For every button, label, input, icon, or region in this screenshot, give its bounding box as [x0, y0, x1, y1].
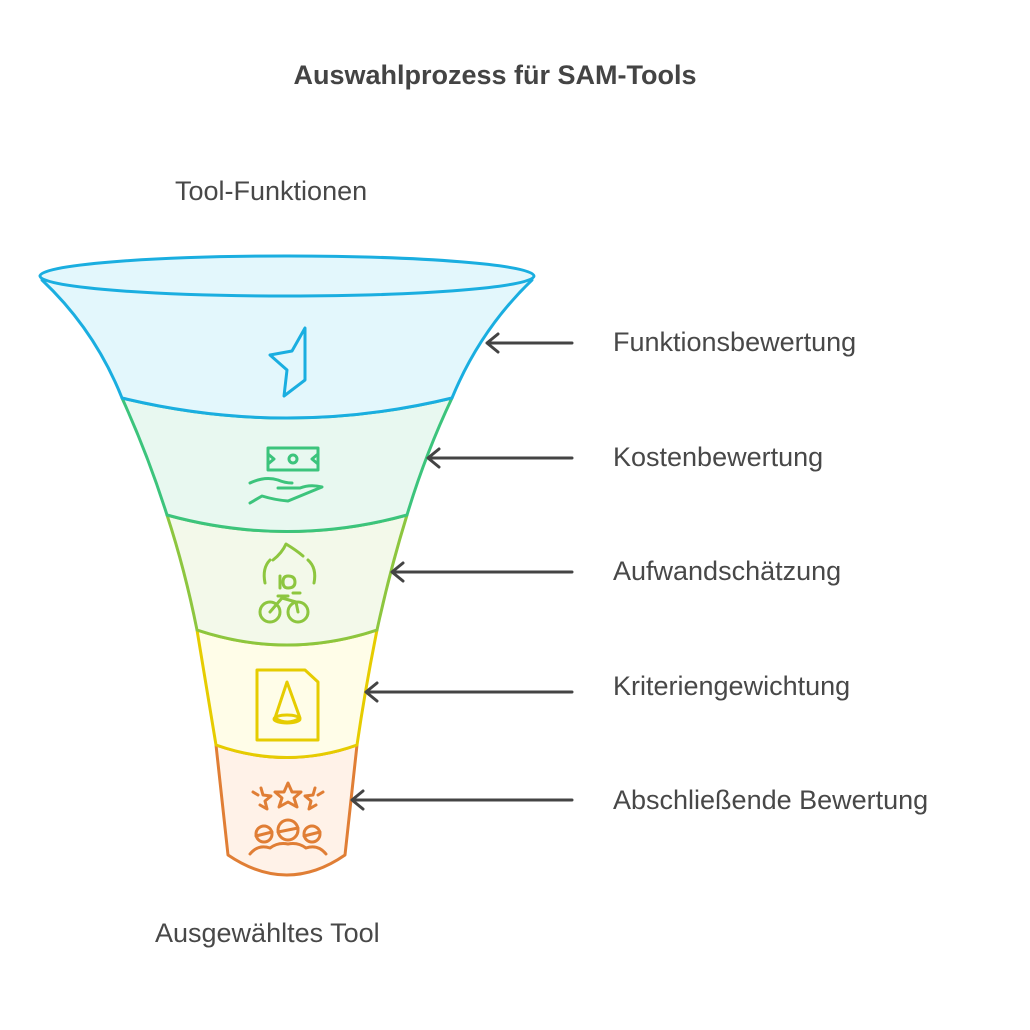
weight-document-icon — [255, 668, 320, 742]
funnel-stage-3 — [165, 513, 409, 647]
funnel-stage-5 — [214, 743, 359, 877]
arrow-stage-4 — [364, 681, 574, 703]
star-half-icon — [268, 326, 307, 398]
stage-label-1: Funktionsbewertung — [613, 327, 857, 357]
funnel-stage-1 — [40, 278, 534, 420]
diagram-title: Auswahlprozess für SAM-Tools — [293, 60, 697, 90]
funnel-input-label: Tool-Funktionen — [175, 176, 368, 206]
stage-label-5: Abschließende Bewertung — [613, 785, 929, 815]
stage-label-2: Kostenbewertung — [613, 442, 824, 472]
money-hand-icon — [248, 446, 324, 505]
arrow-stage-3 — [390, 561, 574, 583]
funnel-top-rim — [38, 254, 536, 298]
bike-effort-icon — [258, 542, 317, 624]
stage-label-4: Kriteriengewichtung — [613, 671, 851, 701]
funnel-output-label: Ausgewähltes Tool — [155, 918, 380, 948]
arrow-stage-1 — [485, 332, 574, 354]
arrow-stage-2 — [426, 447, 574, 469]
stage-label-3: Aufwandschätzung — [613, 556, 842, 586]
funnel-stage-4 — [195, 628, 379, 759]
arrow-stage-5 — [350, 789, 574, 811]
rating-stars-people-icon — [248, 781, 328, 856]
